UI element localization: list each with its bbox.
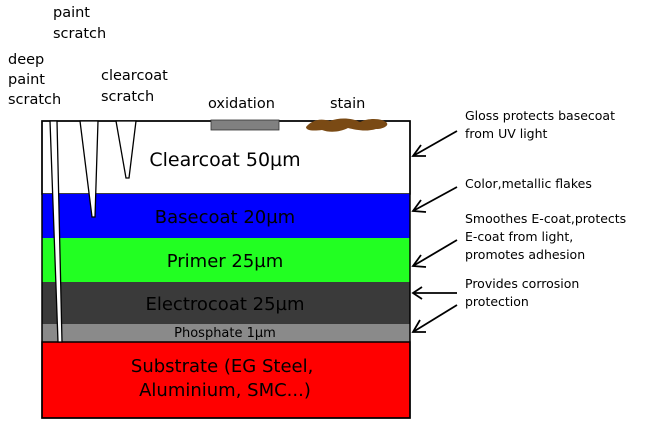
paint-scratch-label-line-1: paint (53, 5, 90, 21)
basecoat-label: Basecoat 20µm (155, 207, 295, 228)
deep-scratch-label-line-2: paint (8, 72, 45, 88)
substrate-label: Substrate (EG Steel, Aluminium, SMC...) (131, 356, 319, 401)
corrosion-note-line-2: protection (465, 294, 529, 309)
clearcoat-scratch-label: clearcoat scratch (101, 68, 172, 105)
gloss-note-line-2: from UV light (465, 126, 548, 141)
color-arrow-icon (412, 186, 458, 212)
clearcoat-scratch (115, 120, 137, 179)
clearcoat-scratch-label-line-2: scratch (101, 89, 154, 105)
primer-note-line-3: promotes adhesion (465, 247, 585, 262)
clearcoat-label: Clearcoat 50µm (149, 149, 300, 171)
substrate-label-line-2: Aluminium, SMC...) (139, 380, 311, 401)
deep-scratch-label-line-3: scratch (8, 92, 61, 108)
substrate-label-line-1: Substrate (EG Steel, (131, 356, 313, 377)
stain-blob (306, 118, 388, 132)
stain-label: stain (330, 96, 365, 112)
oxidation-patch (210, 119, 280, 131)
primer-note-line-2: E-coat from light, (465, 229, 573, 244)
corrosion-arrowhead-upper (411, 286, 423, 300)
color-arrowhead (411, 199, 427, 213)
callout-arrows (411, 130, 458, 333)
deep-paint-scratch (49, 120, 63, 343)
basecoat-layer (42, 194, 410, 238)
corrosion-arrow-icon-lower (412, 304, 458, 333)
primer-note-line-1: Smoothes E-coat,protects (465, 211, 626, 226)
primer-arrowhead (411, 254, 427, 268)
gloss-note-line-1: Gloss protects basecoat (465, 108, 615, 123)
primer-arrow-icon (412, 239, 458, 267)
gloss-note: Gloss protects basecoat from UV light (465, 108, 619, 141)
corrosion-arrowhead-lower (411, 319, 426, 333)
electrocoat-label: Electrocoat 25µm (145, 294, 304, 315)
gloss-arrow-icon (412, 130, 458, 157)
primer-layer (42, 238, 410, 282)
color-note-line-1: Color,metallic flakes (465, 176, 592, 191)
phosphate-layer (42, 324, 410, 342)
gloss-arrowhead (411, 144, 426, 157)
phosphate-label: Phosphate 1µm (174, 326, 276, 341)
paint-scratch (79, 120, 99, 218)
oxidation-label: oxidation (208, 96, 275, 112)
paint-scratch-label-line-2: scratch (53, 26, 106, 42)
corrosion-note-line-1: Provides corrosion (465, 276, 579, 291)
corrosion-note: Provides corrosion protection (465, 276, 583, 309)
primer-label: Primer 25µm (167, 251, 284, 272)
color-note: Color,metallic flakes (465, 176, 592, 191)
paint-scratch-label: paint scratch (53, 5, 106, 42)
primer-note: Smoothes E-coat,protects E-coat from lig… (465, 211, 630, 262)
electrocoat-layer (42, 282, 410, 324)
clearcoat-layer (41, 120, 411, 195)
deep-scratch-label: deep paint scratch (8, 52, 61, 108)
deep-scratch-label-line-1: deep (8, 52, 44, 68)
clearcoat-scratch-label-line-1: clearcoat (101, 68, 168, 84)
